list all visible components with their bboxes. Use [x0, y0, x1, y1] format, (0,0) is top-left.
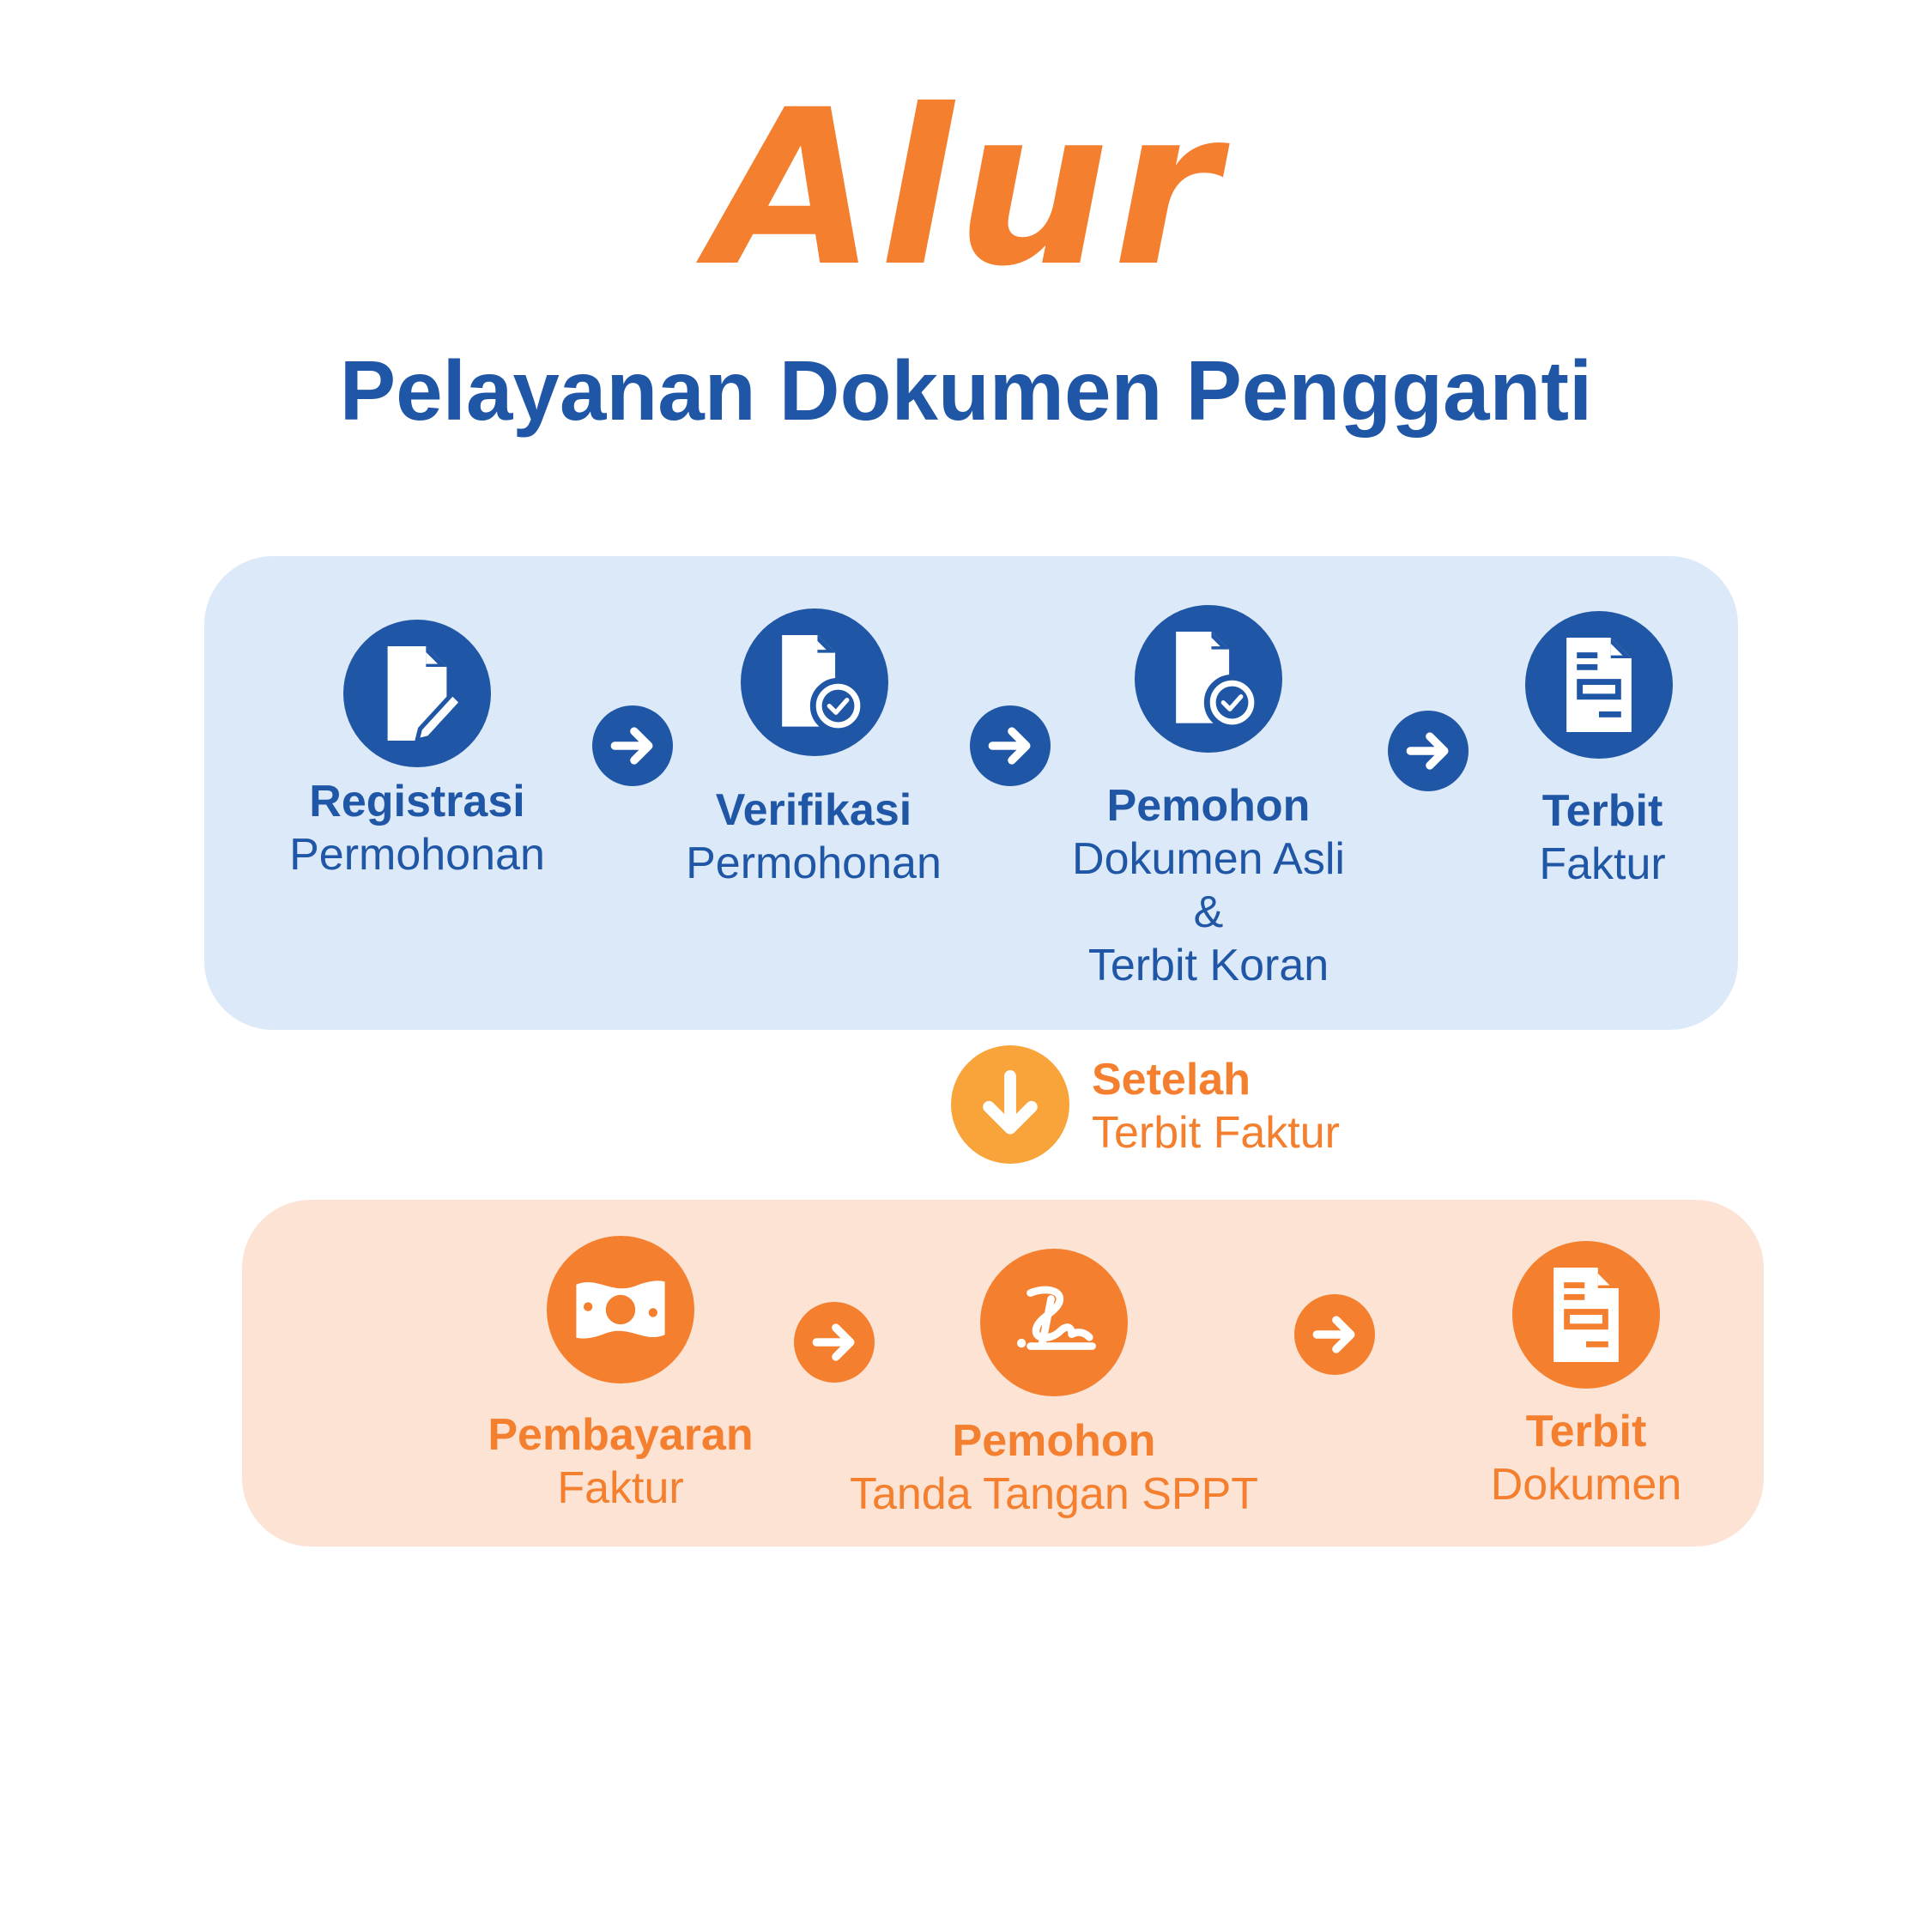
arrow-right-icon — [988, 727, 1031, 765]
stage2-step3-circle — [1512, 1241, 1660, 1389]
stage1-arrow-3 — [1388, 711, 1469, 791]
stage1-step3-circle — [1135, 605, 1282, 753]
transition-circle — [951, 1045, 1069, 1164]
stage2-step2-circle — [980, 1249, 1128, 1396]
stage1-step4-circle — [1525, 611, 1673, 759]
stage1-step3-label: Pemohon Dokumen Asli & Terbit Koran — [1037, 779, 1380, 992]
stage1-step1-circle — [343, 620, 491, 767]
stage2-step1-label: Pembayaran Faktur — [449, 1408, 792, 1515]
step-text: Faktur — [557, 1463, 684, 1513]
stage1-step1-label: Registrasi Permohonan — [245, 775, 589, 881]
invoice-icon — [1553, 1267, 1619, 1363]
transition-text: Terbit Faktur — [1092, 1108, 1340, 1158]
stage2-arrow-1 — [794, 1302, 875, 1383]
script-title: Alur — [710, 64, 1222, 313]
step-title: Registrasi — [309, 777, 525, 826]
step-title: Pembayaran — [488, 1410, 754, 1460]
step-text: Terbit Koran — [1087, 941, 1329, 990]
stage1-step4-label: Terbit Faktur — [1431, 784, 1774, 891]
arrow-right-icon — [1406, 732, 1449, 770]
step-text: Faktur — [1539, 839, 1666, 889]
invoice-icon — [1566, 637, 1632, 733]
step-title: Terbit — [1541, 786, 1663, 836]
step-title: Terbit — [1525, 1407, 1647, 1456]
page-title: Pelayanan Dokumen Pengganti — [339, 343, 1593, 438]
arrow-right-icon — [610, 727, 653, 765]
document-check-icon — [1176, 631, 1261, 731]
step-text: Permohonan — [686, 838, 942, 888]
stage1-arrow-2 — [970, 705, 1051, 786]
step-text: Tanda Tangan SPPT — [849, 1469, 1259, 1519]
signature-icon — [1017, 1286, 1097, 1350]
step-title: Pemohon — [952, 1416, 1156, 1466]
stage1-arrow-1 — [592, 705, 673, 786]
document-edit-icon — [387, 645, 465, 744]
step-text: & — [1193, 887, 1224, 937]
arrow-down-icon — [983, 1069, 1038, 1135]
document-check-icon — [782, 634, 867, 735]
stage1-step2-label: Verifikasi Permohonan — [642, 784, 985, 890]
stage2-step1-circle — [547, 1236, 694, 1383]
arrow-right-icon — [812, 1323, 855, 1361]
arrow-right-icon — [1312, 1316, 1355, 1353]
transition-title: Setelah — [1092, 1055, 1251, 1105]
step-text: Dokumen — [1490, 1460, 1682, 1510]
step-text: Dokumen Asli — [1072, 834, 1345, 884]
step-title: Verifikasi — [715, 785, 912, 835]
step-title: Pemohon — [1106, 781, 1311, 831]
stage1-step2-circle — [741, 608, 888, 756]
stage2-step3-label: Terbit Dokumen — [1414, 1405, 1758, 1511]
stage2-step2-label: Pemohon Tanda Tangan SPPT — [839, 1414, 1269, 1521]
transition-note: Setelah Terbit Faktur — [1092, 1053, 1340, 1159]
stage2-arrow-2 — [1294, 1294, 1375, 1375]
step-text: Permohonan — [289, 830, 545, 880]
money-bill-icon — [576, 1280, 665, 1339]
